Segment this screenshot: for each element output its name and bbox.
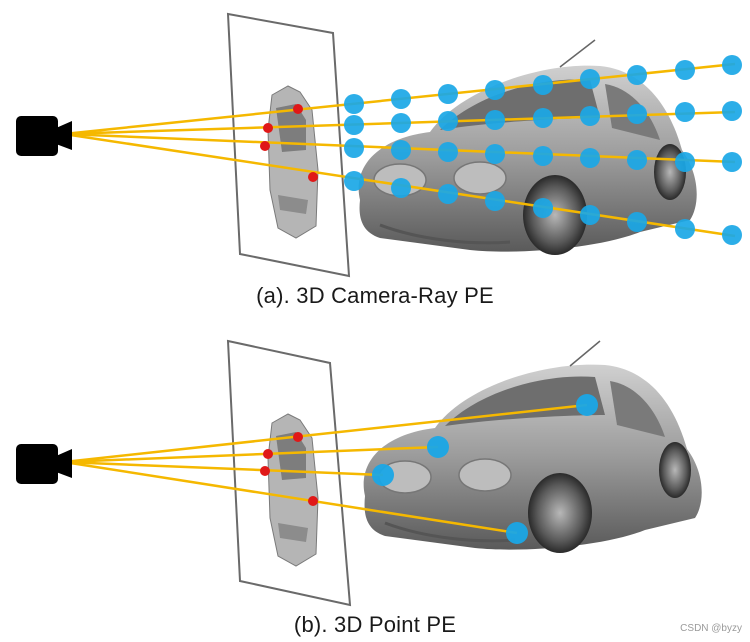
sample-point (391, 113, 411, 133)
surface-point (506, 522, 528, 544)
sample-point (675, 60, 695, 80)
hit-point (260, 141, 270, 151)
sample-point (580, 148, 600, 168)
hit-point (263, 449, 273, 459)
camera-icon (16, 116, 72, 156)
camera-icon (16, 444, 72, 484)
sample-point (344, 171, 364, 191)
sample-point (438, 111, 458, 131)
surface-point (372, 464, 394, 486)
sample-point (722, 101, 742, 121)
caption-a: (a). 3D Camera-Ray PE (256, 283, 494, 308)
hit-point (293, 104, 303, 114)
sample-point (533, 146, 553, 166)
sample-point (675, 152, 695, 172)
sample-point (344, 138, 364, 158)
projected-car-image (267, 85, 319, 239)
sample-point (344, 94, 364, 114)
sample-point (438, 142, 458, 162)
sample-point (580, 106, 600, 126)
sample-point (627, 104, 647, 124)
sample-point (438, 84, 458, 104)
sample-point (485, 110, 505, 130)
plane-intersections (260, 104, 318, 182)
sample-point (485, 191, 505, 211)
image-plane (226, 12, 351, 278)
ray-4 (63, 460, 518, 535)
sample-point (391, 178, 411, 198)
sample-point (438, 184, 458, 204)
ray-3 (63, 460, 384, 477)
sample-point (722, 225, 742, 245)
surface-point (427, 436, 449, 458)
hit-point (308, 496, 318, 506)
image-plane (226, 339, 352, 607)
sample-point (675, 219, 695, 239)
ray-1 (63, 403, 588, 464)
sample-point (485, 144, 505, 164)
caption-b: (b). 3D Point PE (293, 612, 457, 637)
sample-point (533, 75, 553, 95)
hit-point (308, 172, 318, 182)
sample-point (344, 115, 364, 135)
sample-point (391, 89, 411, 109)
panel-camera-ray-pe: (a). 3D Camera-Ray PE (16, 12, 742, 308)
surface-points (372, 394, 598, 544)
sample-point (627, 150, 647, 170)
surface-point (576, 394, 598, 416)
sample-point (485, 80, 505, 100)
plane-intersections (260, 432, 318, 506)
sample-point (580, 205, 600, 225)
watermark: CSDN @byzy (680, 623, 742, 634)
panel-point-pe: (b). 3D Point PE CSDN @byzy (0, 321, 750, 642)
sample-point (391, 140, 411, 160)
sample-point (722, 152, 742, 172)
point-pe-diagram (16, 339, 702, 607)
sample-point (533, 198, 553, 218)
sample-point (675, 102, 695, 122)
sample-point (722, 55, 742, 75)
ray-sample-points (344, 55, 742, 245)
camera-ray-diagram (16, 12, 742, 278)
hit-point (260, 466, 270, 476)
ray-2 (63, 445, 439, 464)
sample-point (580, 69, 600, 89)
car-illustration (363, 340, 702, 553)
sample-point (627, 65, 647, 85)
hit-point (293, 432, 303, 442)
sample-point (533, 108, 553, 128)
sample-point (627, 212, 647, 232)
hit-point (263, 123, 273, 133)
camera-rays (63, 403, 588, 535)
